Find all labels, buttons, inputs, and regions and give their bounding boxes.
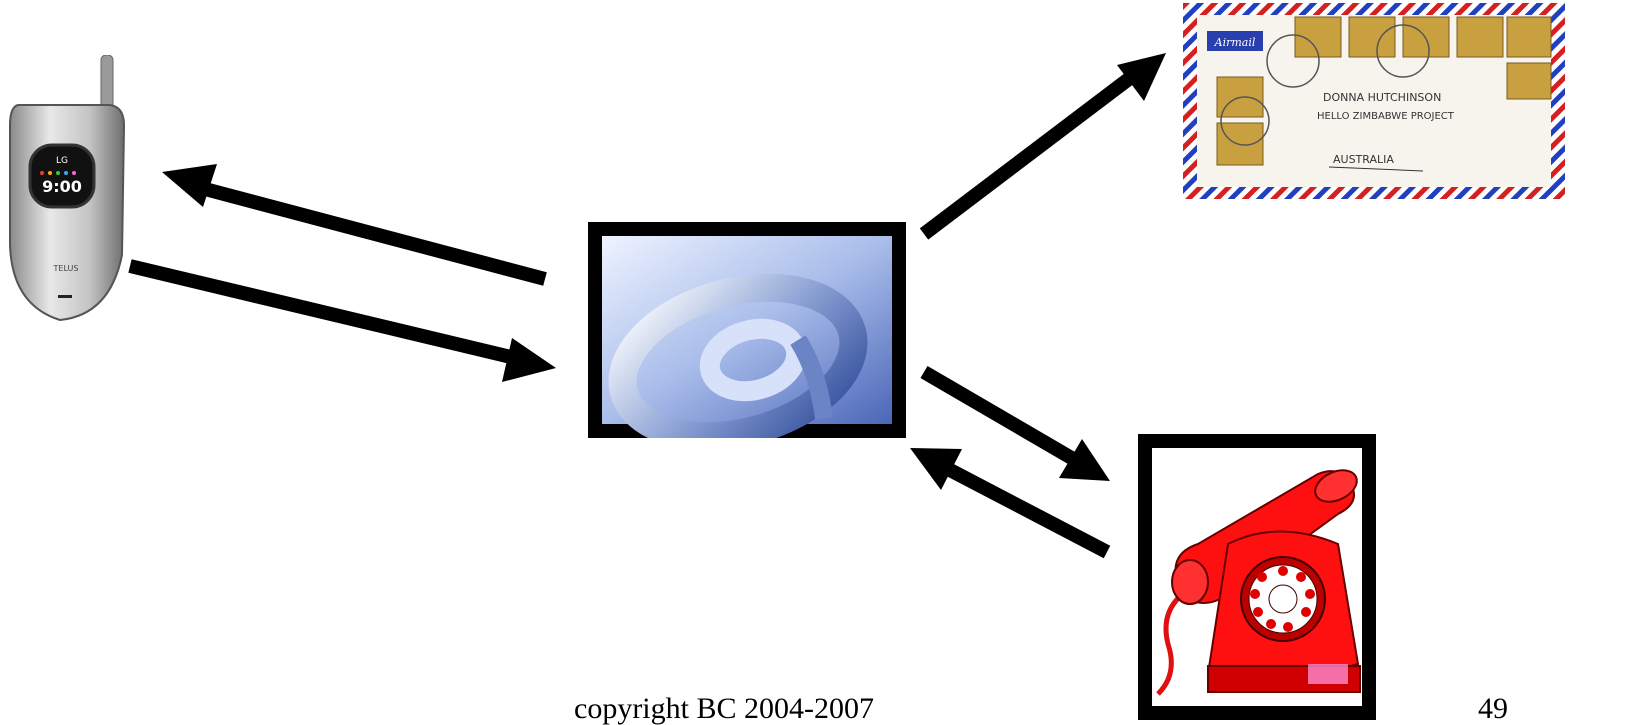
arrow-email-to-letter bbox=[924, 53, 1166, 234]
letter-address-line-2: HELLO ZIMBABWE PROJECT bbox=[1317, 111, 1455, 122]
telephone-node bbox=[1138, 434, 1376, 720]
copyright-text: copyright BC 2004-2007 bbox=[574, 694, 874, 724]
page-number: 49 bbox=[1478, 694, 1508, 724]
phone-brand-label: LG bbox=[56, 156, 68, 166]
phone-time-label: 9:00 bbox=[42, 177, 82, 196]
cellphone-icon: LG 9:00 TELUS bbox=[0, 55, 130, 325]
phone-carrier-label: TELUS bbox=[53, 264, 79, 273]
rotary-telephone-icon bbox=[1138, 434, 1376, 720]
arrow-email-to-phone bbox=[162, 164, 545, 279]
email-node bbox=[588, 222, 906, 438]
letter-address-line-3: AUSTRALIA bbox=[1333, 153, 1394, 166]
arrow-phone-to-email bbox=[130, 266, 556, 382]
letter-node: Airmail DONNA HUTCHINSON HELLO ZIMBABWE … bbox=[1183, 3, 1565, 199]
letter-address-line-1: DONNA HUTCHINSON bbox=[1323, 91, 1441, 104]
at-sign-icon bbox=[588, 222, 906, 438]
airmail-label: Airmail bbox=[1214, 36, 1256, 49]
cellphone-node: LG 9:00 TELUS bbox=[0, 55, 130, 325]
airmail-envelope-icon: Airmail DONNA HUTCHINSON HELLO ZIMBABWE … bbox=[1183, 3, 1565, 199]
